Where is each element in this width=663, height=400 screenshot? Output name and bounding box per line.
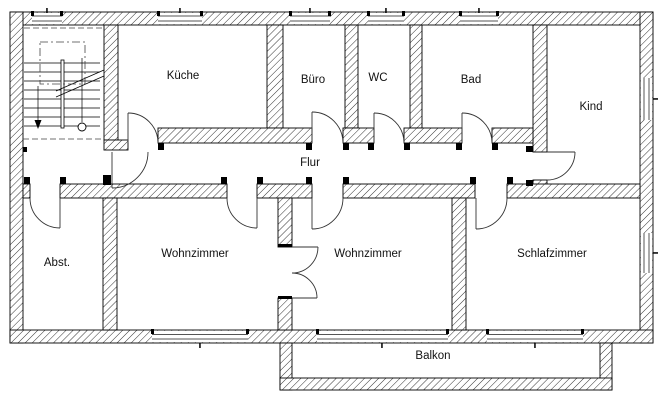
window xyxy=(640,233,658,273)
door-schlafzimmer xyxy=(475,197,508,230)
room-labels: Küche Büro WC Bad Kind Flur Abst. Wohnzi… xyxy=(44,70,603,362)
door-wc xyxy=(373,112,405,144)
room-label-kind: Kind xyxy=(579,101,602,113)
room-label-wohnzimmer-rechts: Wohnzimmer xyxy=(334,248,402,260)
door-wohnzimmer-rechts xyxy=(311,197,344,230)
stair-direction-arrow xyxy=(34,86,42,129)
stair-newel-post xyxy=(77,122,87,132)
window xyxy=(486,329,584,348)
doors xyxy=(29,111,576,299)
stair-opening-dashed xyxy=(39,41,86,85)
door-kind xyxy=(546,151,576,181)
room-label-wohnzimmer-links: Wohnzimmer xyxy=(161,248,229,260)
door-entry xyxy=(111,151,149,189)
window xyxy=(289,8,331,25)
door-wohnzimmer-links xyxy=(226,197,258,229)
door-jambs xyxy=(23,143,533,299)
room-label-bad: Bad xyxy=(461,74,481,86)
room-label-abstellraum: Abst. xyxy=(44,257,70,269)
door-bad xyxy=(461,112,493,144)
window xyxy=(316,329,449,348)
room-label-schlafzimmer: Schlafzimmer xyxy=(517,248,587,260)
door-buero xyxy=(311,111,344,144)
windows xyxy=(31,8,658,348)
room-label-buero: Büro xyxy=(301,74,325,86)
window xyxy=(367,8,405,25)
door-abstellraum xyxy=(29,197,61,229)
double-door-wohnzimmer xyxy=(291,246,319,299)
room-label-wc: WC xyxy=(368,72,387,84)
window xyxy=(31,8,63,25)
window xyxy=(640,78,658,120)
staircase xyxy=(23,27,105,140)
door-kueche xyxy=(127,112,159,144)
room-label-balkon: Balkon xyxy=(415,350,450,362)
window xyxy=(459,8,499,25)
room-label-flur: Flur xyxy=(300,157,320,169)
room-label-kueche: Küche xyxy=(167,70,200,82)
window xyxy=(151,329,249,348)
window xyxy=(157,8,203,25)
stair-break-line xyxy=(55,69,105,98)
